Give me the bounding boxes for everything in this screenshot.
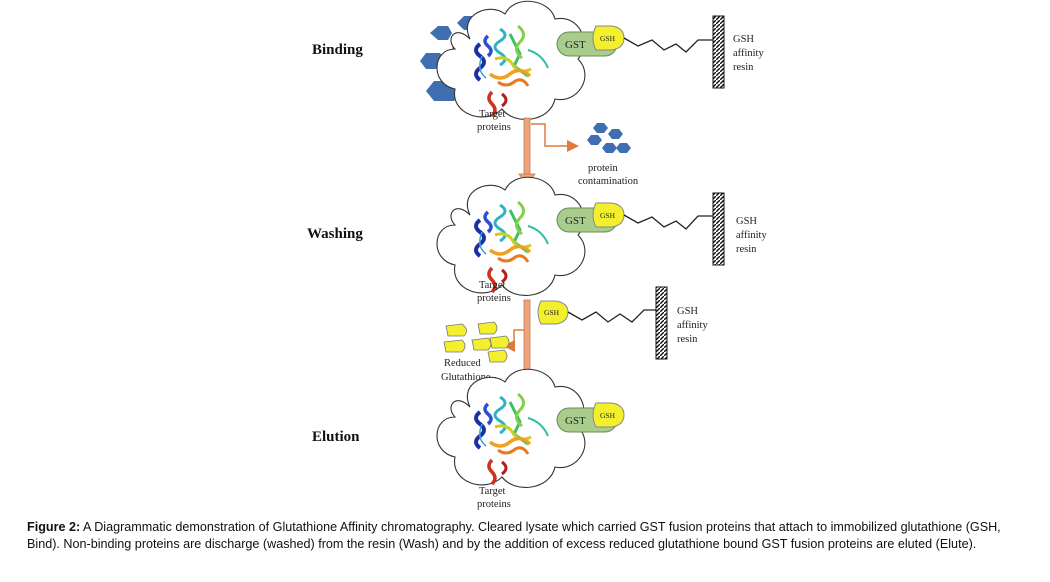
- gsh-ligand: [592, 402, 625, 428]
- resin-label-line3: resin: [736, 244, 757, 255]
- target-label-line2: proteins: [477, 293, 511, 304]
- contaminant-hexagon: [602, 143, 617, 153]
- affinity-resin: [712, 192, 725, 266]
- glutathione-shape: [443, 339, 466, 353]
- contamination-label-line2: contamination: [578, 176, 639, 187]
- resin-label-line1: GSH: [736, 216, 757, 227]
- contamination-branch-arrow: [531, 123, 579, 152]
- gsh-label: GSH: [600, 34, 616, 43]
- gsh-label: GSH: [600, 211, 616, 220]
- contaminant-hexagon: [608, 129, 623, 139]
- reduced-glutathione-arrow: [503, 329, 524, 352]
- gst-fusion-washing: GST GSH: [556, 202, 625, 233]
- resin-label-line1: GSH: [733, 34, 754, 45]
- resin-label-line1: GSH: [677, 306, 698, 317]
- resin-label-line3: resin: [733, 62, 754, 73]
- gsh-label: GSH: [544, 308, 560, 317]
- stage-label-elution: Elution: [312, 429, 360, 445]
- stage-label-washing: Washing: [307, 226, 363, 242]
- gsh-ligand: [592, 25, 625, 51]
- linker-chain: [567, 309, 656, 323]
- target-label-line1: Target: [479, 109, 506, 120]
- gst-fusion-binding: GST GSH: [556, 25, 625, 57]
- gsh-label: GSH: [600, 411, 616, 420]
- reduced-label-line1: Reduced: [444, 358, 481, 369]
- gst-label: GST: [565, 415, 586, 427]
- reduced-label-line2: Glutathione: [441, 372, 491, 383]
- gsh-ligand: [537, 300, 569, 325]
- gst-label: GST: [565, 39, 586, 51]
- gst-label: GST: [565, 215, 586, 227]
- target-protein-cloud: [434, 0, 587, 122]
- contaminant-hexagon: [430, 26, 452, 40]
- contaminant-hexagon: [616, 143, 631, 153]
- affinity-resin: [712, 15, 725, 89]
- washed-contaminants: [587, 123, 631, 153]
- target-protein-cloud: [434, 175, 587, 298]
- figure-caption: Figure 2: A Diagrammatic demonstration o…: [27, 519, 1027, 552]
- target-label-line1: Target: [479, 486, 506, 497]
- linker-chain: [623, 214, 713, 230]
- target-label-line2: proteins: [477, 122, 511, 133]
- contaminant-hexagon: [587, 135, 602, 145]
- glutathione-shape: [487, 349, 508, 363]
- glutathione-shape: [477, 321, 498, 335]
- resin-label-line2: affinity: [677, 320, 708, 331]
- down-arrow-binding-to-washing: [518, 117, 536, 186]
- free-gsh-resin: GSH: [537, 300, 569, 325]
- target-label-line1: Target: [479, 280, 506, 291]
- affinity-resin: [655, 286, 668, 360]
- contaminant-hexagon: [593, 123, 608, 133]
- reduced-glutathione-molecules: [443, 321, 510, 363]
- gst-fusion-eluted: GST GSH: [556, 402, 625, 433]
- figure-caption-text: A Diagrammatic demonstration of Glutathi…: [27, 520, 1001, 551]
- resin-label-line2: affinity: [736, 230, 767, 241]
- target-label-line2: proteins: [477, 499, 511, 510]
- gsh-ligand: [592, 202, 625, 228]
- linker-chain: [623, 37, 713, 53]
- contamination-label-line1: protein: [588, 163, 618, 174]
- figure-caption-label: Figure 2:: [27, 520, 81, 534]
- glutathione-shape: [489, 335, 510, 349]
- stage-label-binding: Binding: [312, 42, 363, 58]
- resin-label-line3: resin: [677, 334, 698, 345]
- glutathione-shape: [445, 323, 467, 337]
- resin-label-line2: affinity: [733, 48, 764, 59]
- glutathione-shape: [471, 337, 492, 351]
